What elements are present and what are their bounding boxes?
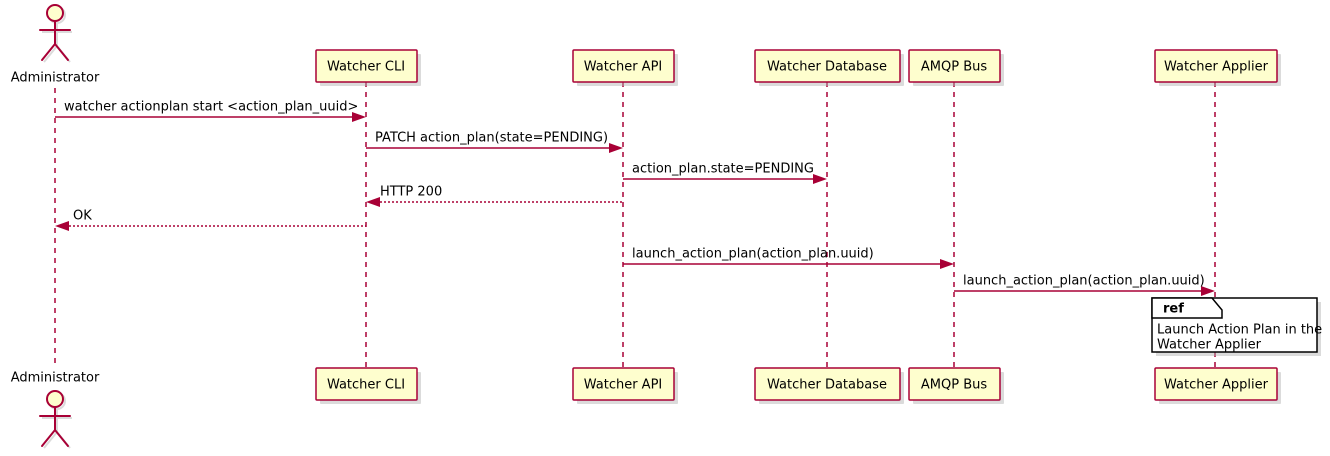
participant-label-watcher-cli: Watcher CLI <box>327 378 405 393</box>
actor-leg-left <box>41 43 56 61</box>
participant-label-watcher-api: Watcher API <box>584 60 663 75</box>
actor-label-administrator-top: Administrator <box>11 71 100 86</box>
actor-leg-left <box>41 429 56 447</box>
participant-label-watcher-cli: Watcher CLI <box>327 60 405 75</box>
participant-label-amqp-bus: AMQP Bus <box>921 60 987 75</box>
message-label: HTTP 200 <box>380 185 442 200</box>
ref-body-line-2: Watcher Applier <box>1157 338 1262 353</box>
participant-label-amqp-bus: AMQP Bus <box>921 378 987 393</box>
participant-label-watcher-database: Watcher Database <box>767 60 887 75</box>
participant-label-watcher-applier: Watcher Applier <box>1164 378 1269 393</box>
actor-leg-right <box>54 43 69 61</box>
participant-box-watcher-api-top[interactable]: Watcher API <box>572 49 678 86</box>
arrowhead-icon <box>55 221 69 231</box>
participant-box-watcher-database-top[interactable]: Watcher Database <box>754 49 904 86</box>
ref-body-line-1: Launch Action Plan in the <box>1157 323 1322 338</box>
actor-head-icon <box>46 4 64 22</box>
participant-box-watcher-database-bottom[interactable]: Watcher Database <box>754 367 904 404</box>
participant-box-amqp-bus-top[interactable]: AMQP Bus <box>908 49 1004 86</box>
message-label: action_plan.state=PENDING <box>632 162 814 177</box>
participant-box-watcher-cli-top[interactable]: Watcher CLI <box>315 49 421 86</box>
arrowhead-icon <box>813 174 827 184</box>
message-label: launch_action_plan(action_plan.uuid) <box>632 247 874 262</box>
participant-box-watcher-applier-bottom[interactable]: Watcher Applier <box>1154 367 1281 404</box>
message-action-plan-state-pending: action_plan.state=PENDING <box>623 162 827 184</box>
message-label: OK <box>73 209 92 224</box>
participant-box-amqp-bus-bottom[interactable]: AMQP Bus <box>908 367 1004 404</box>
message-patch-action-plan: PATCH action_plan(state=PENDING) <box>366 131 623 153</box>
lifelines-layer <box>54 82 1216 368</box>
message-label: PATCH action_plan(state=PENDING) <box>375 131 608 146</box>
message-watcher-actionplan-start: watcher actionplan start <action_plan_uu… <box>55 100 366 122</box>
participant-label-watcher-api: Watcher API <box>584 378 663 393</box>
ref-tab-label: ref <box>1163 302 1184 317</box>
message-label: watcher actionplan start <action_plan_uu… <box>64 100 358 115</box>
ref-fragment[interactable]: ref Launch Action Plan in the Watcher Ap… <box>1151 297 1322 356</box>
arrowhead-icon <box>1201 286 1215 296</box>
actor-administrator-bottom[interactable]: Administrator <box>11 371 100 449</box>
participant-label-watcher-applier: Watcher Applier <box>1164 60 1269 75</box>
actor-label-administrator-bottom: Administrator <box>11 371 100 386</box>
arrowhead-icon <box>352 112 366 122</box>
actor-administrator-top[interactable]: Administrator <box>11 4 100 86</box>
message-ok: OK <box>55 209 366 231</box>
arrowhead-icon <box>366 197 380 207</box>
actor-leg-right <box>54 429 69 447</box>
participant-label-watcher-database: Watcher Database <box>767 378 887 393</box>
message-label: launch_action_plan(action_plan.uuid) <box>963 274 1205 289</box>
message-launch-action-plan-api-to-bus: launch_action_plan(action_plan.uuid) <box>623 247 954 269</box>
participant-box-watcher-api-bottom[interactable]: Watcher API <box>572 367 678 404</box>
message-http-200: HTTP 200 <box>366 185 623 207</box>
ref-tab-shape <box>1151 297 1223 319</box>
participant-box-watcher-cli-bottom[interactable]: Watcher CLI <box>315 367 421 404</box>
actor-head-icon <box>46 390 64 408</box>
participant-box-watcher-applier-top[interactable]: Watcher Applier <box>1154 49 1281 86</box>
message-launch-action-plan-bus-to-applier: launch_action_plan(action_plan.uuid) <box>954 274 1215 296</box>
arrowhead-icon <box>940 259 954 269</box>
arrowhead-icon <box>609 143 623 153</box>
